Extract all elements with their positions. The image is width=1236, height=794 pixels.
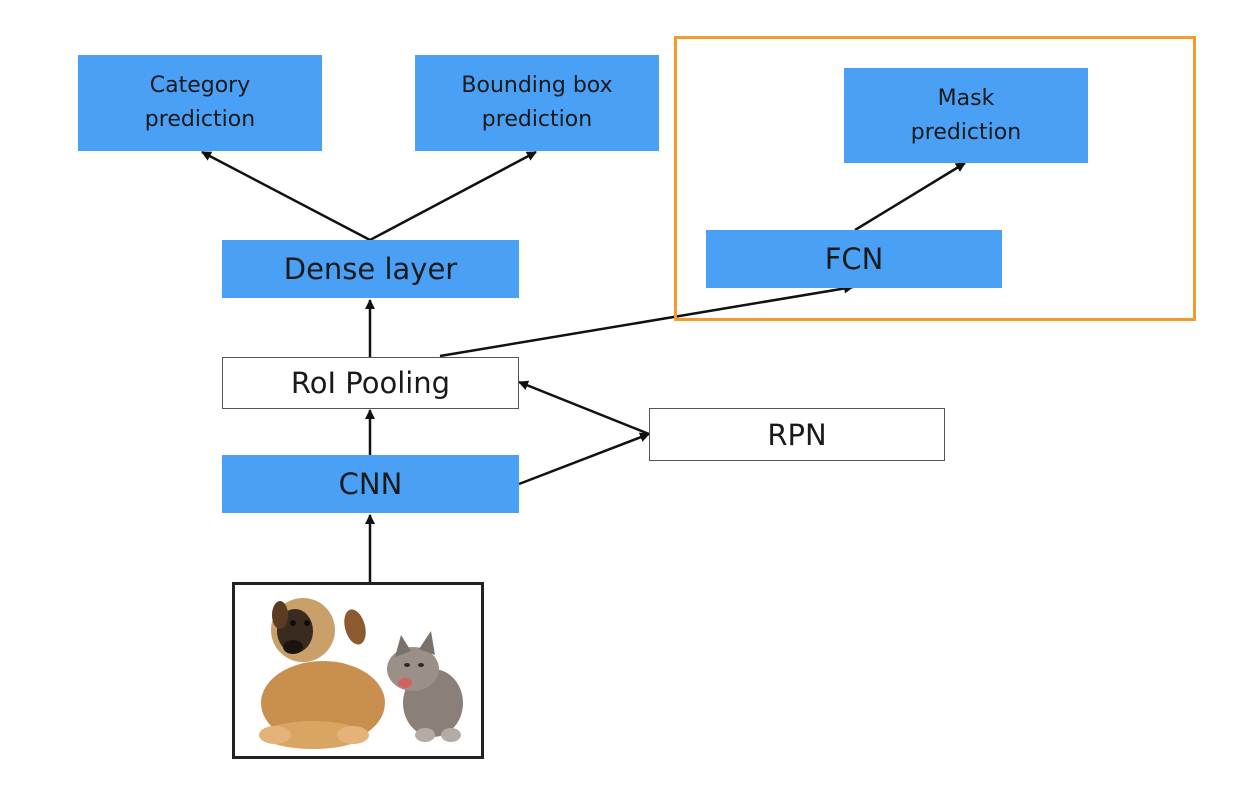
roi-pooling-node: RoI Pooling: [222, 357, 519, 409]
mask-branch-highlight: [674, 36, 1196, 321]
arrow-cnn-to-rpn: [518, 432, 650, 486]
input-image-frame: [232, 582, 484, 759]
dense-layer-node: Dense layer: [222, 240, 519, 298]
mask-prediction-node: Mask prediction: [844, 68, 1088, 163]
arrow-rpn-to-roi: [518, 380, 650, 436]
category-prediction-node: Category prediction: [78, 55, 322, 151]
arrow-roi-to-fcn: [439, 283, 854, 358]
bounding-box-prediction-node: Bounding box prediction: [415, 55, 659, 151]
rpn-node: RPN: [649, 408, 945, 461]
kitten-figure: [387, 631, 463, 742]
cnn-node: CNN: [222, 455, 519, 513]
fcn-node: FCN: [706, 230, 1002, 288]
arrow-fcn-to-mask: [854, 161, 966, 232]
arrow-dense-to-bbox: [369, 150, 537, 242]
puppy-kitten-image: [235, 585, 481, 756]
puppy-figure: [259, 598, 385, 749]
arrow-dense-to-category: [201, 150, 371, 242]
